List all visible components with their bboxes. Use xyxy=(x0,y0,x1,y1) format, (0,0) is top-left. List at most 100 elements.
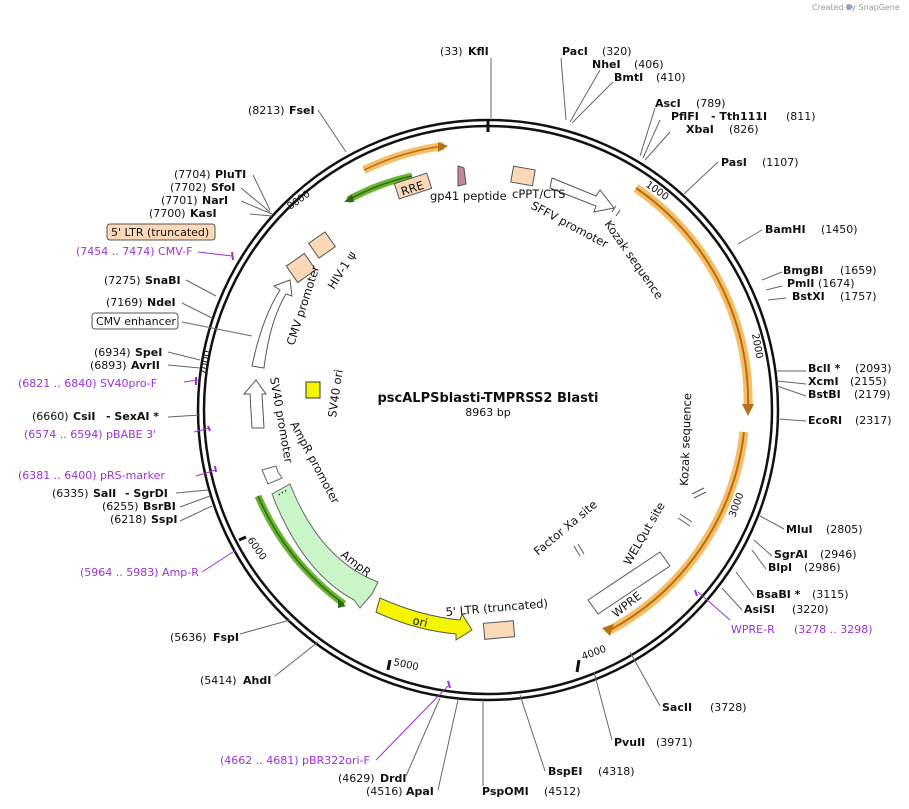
green-ampr-arc-edge xyxy=(257,495,345,605)
hiv-psi-box xyxy=(307,231,337,259)
primer-cmvf: (7454 .. 7474) CMV-F xyxy=(76,245,192,258)
gp41-feature xyxy=(457,165,467,187)
pspomi-name: PspOMI xyxy=(482,785,529,798)
fspi-pos: (5636) xyxy=(170,631,207,644)
bspei-pos: (4318) xyxy=(598,765,635,778)
tick-8000: 8000 xyxy=(285,189,312,213)
pasi-name: PasI xyxy=(721,156,747,169)
rre-box xyxy=(393,172,433,200)
fspi-name: FspI xyxy=(213,631,239,644)
fsei-pos: (8213) xyxy=(248,104,285,117)
kasi-name: KasI xyxy=(190,207,217,220)
bstbi-name: BstBI xyxy=(808,388,841,401)
mlui-name: MluI xyxy=(786,523,813,536)
cmv-promoter-feature xyxy=(251,279,293,369)
ahdi-pos: (5414) xyxy=(200,674,237,687)
sgrai-pos: (2946) xyxy=(820,548,857,561)
arrowhead-5 xyxy=(338,600,346,608)
plasmid-size: 8963 bp xyxy=(465,406,510,419)
spei-name: SpeI xyxy=(135,346,162,359)
tick-5000: 5000 xyxy=(392,657,419,673)
xbai-pos: (826) xyxy=(729,123,759,136)
primer-marks xyxy=(195,251,698,689)
paci-pos: (320) xyxy=(602,45,632,58)
primer-pbabe3: (6574 .. 6594) pBABE 3' xyxy=(24,428,156,441)
drdi-pos: (4629) xyxy=(338,772,375,785)
ecori-name: EcoRI xyxy=(808,414,842,427)
sffv-promoter-feature xyxy=(549,177,615,213)
bmgbi-name: BmgBI xyxy=(783,264,823,277)
ltr-truncated-box xyxy=(106,223,216,241)
csii-extra: - SexAI * xyxy=(106,410,159,423)
bcli-pos: (2093) xyxy=(855,362,892,375)
cmv-box xyxy=(285,252,317,284)
xcmi-name: XcmI xyxy=(808,375,839,388)
kozak1-label: Kozak sequence xyxy=(602,218,667,302)
sacii-name: SacII xyxy=(662,701,692,714)
sffv-tick2 xyxy=(615,209,621,217)
ahdi-name: AhdI xyxy=(243,674,271,687)
arrowhead-4 xyxy=(344,194,354,202)
pflfi-pos: (811) xyxy=(786,110,816,123)
asci-name: AscI xyxy=(655,97,681,110)
bsrbi-pos: (6255) xyxy=(102,500,139,513)
rre-label: RRE xyxy=(399,178,425,198)
bstxi-name: BstXI xyxy=(792,290,825,303)
nari-pos: (7701) xyxy=(161,194,198,207)
factorxa-label: Factor Xa site xyxy=(531,497,600,558)
primer-pbr322orif: (4662 .. 4681) pBR322ori-F xyxy=(220,754,370,767)
ndei-name: NdeI xyxy=(147,296,176,309)
drdi-name: DrdI xyxy=(380,772,407,785)
plasmid-title: pscALPSblasti-TMPRSS2 Blasti xyxy=(377,391,598,406)
nhei-pos: (406) xyxy=(634,58,664,71)
bspei-name: BspEI xyxy=(548,765,582,778)
ecori-pos: (2317) xyxy=(855,414,892,427)
sfoi-name: SfoI xyxy=(211,181,235,194)
ampr-promoter-label: AmpR promoter xyxy=(287,419,342,506)
sali-pos: (6335) xyxy=(52,487,89,500)
arrowhead-3 xyxy=(438,142,448,152)
primer-sv40prof: (6821 .. 6840) SV40pro-F xyxy=(18,377,157,390)
csii-name: CsiI xyxy=(73,410,95,423)
hiv-psi-label: HIV-1 ψ xyxy=(325,249,359,292)
gp41-label: gp41 peptide xyxy=(430,189,507,203)
pvuii-name: PvuII xyxy=(614,736,645,749)
sffv-tick xyxy=(611,205,617,213)
kasi-pos: (7700) xyxy=(149,207,186,220)
orange-cds-arc-1-edge xyxy=(635,187,750,409)
tick-7000: 7000 xyxy=(199,350,213,377)
kfli-pos: (33) xyxy=(440,45,463,58)
sspi-pos: (6218) xyxy=(110,513,147,526)
cppt-box xyxy=(510,165,536,187)
tick-2000: 2000 xyxy=(749,333,764,360)
avrii-name: AvrII xyxy=(131,359,160,372)
cmv-enhancer-label: CMV enhancer xyxy=(96,315,176,328)
orange-cds-arc-2-edge xyxy=(609,431,745,631)
avrii-pos: (6893) xyxy=(90,359,127,372)
primer-wprer: WPRE-R xyxy=(731,623,775,636)
bamhi-pos: (1450) xyxy=(821,223,858,236)
pvuii-pos: (3971) xyxy=(656,736,693,749)
fsei-name: FseI xyxy=(289,104,315,117)
asci-pos: (789) xyxy=(696,97,726,110)
bsrbi-name: BsrBI xyxy=(143,500,176,513)
ltr-truncated-label: 5' LTR (truncated) xyxy=(111,226,209,239)
sv40-promoter-label: SV40 promoter xyxy=(267,376,296,464)
pmli-pos: (1674) xyxy=(818,277,855,290)
ring-ticks xyxy=(238,120,581,673)
sgrai-name: SgrAI xyxy=(774,548,808,561)
spei-pos: (6934) xyxy=(94,346,131,359)
mlui-pos: (2805) xyxy=(826,523,863,536)
pflfi-extra: - Tth111I xyxy=(711,110,767,123)
tick-4000: 4000 xyxy=(580,644,608,663)
sfoi-pos: (7702) xyxy=(170,181,207,194)
bcli-name: BclI * xyxy=(808,362,841,375)
nhei-name: NheI xyxy=(592,58,621,71)
bamhi-name: BamHI xyxy=(765,223,806,236)
paci-name: PacI xyxy=(562,45,588,58)
sv40-promoter-feature xyxy=(242,379,267,429)
credit-text: Created by SnapGene xyxy=(812,3,900,12)
ampr-feature xyxy=(271,483,379,609)
snapgene-logo-icon xyxy=(846,4,852,10)
